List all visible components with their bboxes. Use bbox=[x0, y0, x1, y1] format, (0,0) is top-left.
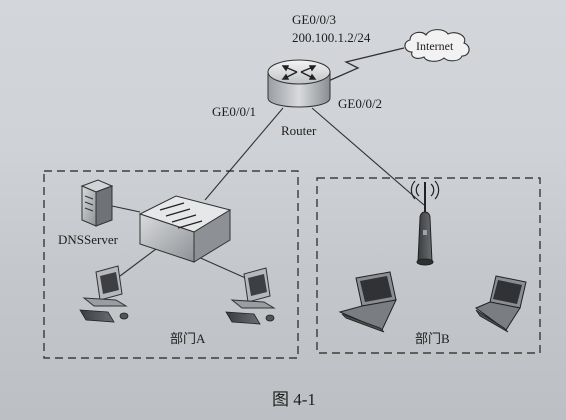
dns-server-icon bbox=[80, 179, 114, 227]
link-switch-pc-right bbox=[195, 255, 251, 281]
dept-b-label: 部门B bbox=[415, 331, 450, 346]
laptop-left-icon bbox=[338, 271, 397, 333]
internet-label: Internet bbox=[416, 39, 454, 53]
router-icon bbox=[267, 59, 331, 108]
dept-b-boundary bbox=[316, 177, 541, 354]
wireless-ap-icon bbox=[410, 180, 440, 266]
router-port-top-ip-label: 200.100.1.2/24 bbox=[292, 30, 371, 45]
link-switch-pc-left bbox=[119, 245, 161, 277]
link-switch-server bbox=[111, 205, 141, 213]
router-port-right-label: GE0/0/2 bbox=[338, 96, 383, 111]
figure-caption: 图 4-1 bbox=[272, 390, 316, 409]
dept-a-label: 部门A bbox=[170, 331, 206, 346]
router-port-top-label: GE0/0/3 bbox=[292, 12, 337, 27]
laptop-right-icon bbox=[474, 275, 527, 333]
dns-server-label: DNSServer bbox=[58, 232, 118, 247]
pc-left-icon bbox=[79, 265, 129, 323]
router-name-label: Router bbox=[281, 123, 317, 138]
link-router-switch bbox=[204, 107, 284, 201]
internet-cloud-icon bbox=[404, 29, 470, 62]
connection-lines bbox=[111, 47, 425, 281]
switch-icon bbox=[138, 195, 232, 263]
link-router-internet bbox=[325, 47, 405, 83]
link-router-ap bbox=[311, 107, 425, 206]
pc-right-icon bbox=[225, 267, 276, 325]
router-port-left-label: GE0/0/1 bbox=[212, 104, 257, 119]
